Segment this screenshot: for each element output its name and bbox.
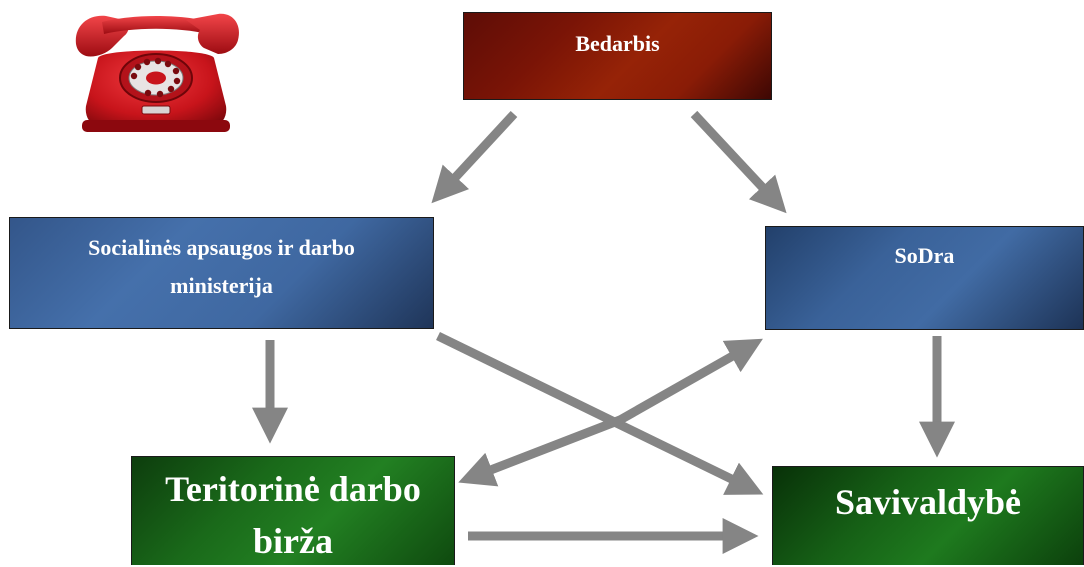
node-ministerija: Socialinės apsaugos ir darbo ministerija <box>9 217 434 329</box>
arrow-bedarbis-to-sodra <box>690 110 787 214</box>
node-savivaldybe: Savivaldybė <box>772 466 1084 565</box>
node-teritorine-darbo-birza: Teritorinė darbo birža <box>131 456 455 565</box>
arrow-layer <box>252 110 955 554</box>
arrow-birza-to-sodra <box>617 338 763 424</box>
node-ministerija-label-line2: ministerija <box>170 273 273 298</box>
arrow-ministerija-to-savivaldybe <box>436 331 764 495</box>
node-birza-text: Teritorinė darbo birža <box>165 463 421 567</box>
arrow-sodra-to-birza <box>458 415 622 487</box>
node-ministerija-label-line1: Socialinės apsaugos ir darbo <box>88 235 355 260</box>
arrow-bedarbis-to-ministerija <box>431 110 518 204</box>
node-savivaldybe-label: Savivaldybė <box>834 482 1022 522</box>
node-birza-label-line1: Teritorinė darbo <box>165 469 421 509</box>
node-bedarbis: Bedarbis <box>463 12 772 100</box>
telephone-icon <box>75 13 240 132</box>
node-sodra: SoDra <box>765 226 1084 330</box>
node-bedarbis-label: Bedarbis <box>575 31 660 56</box>
node-sodra-label: SoDra <box>894 243 955 268</box>
node-ministerija-text: Socialinės apsaugos ir darbo ministerija <box>88 229 355 305</box>
node-birza-label-line2: birža <box>253 521 333 561</box>
